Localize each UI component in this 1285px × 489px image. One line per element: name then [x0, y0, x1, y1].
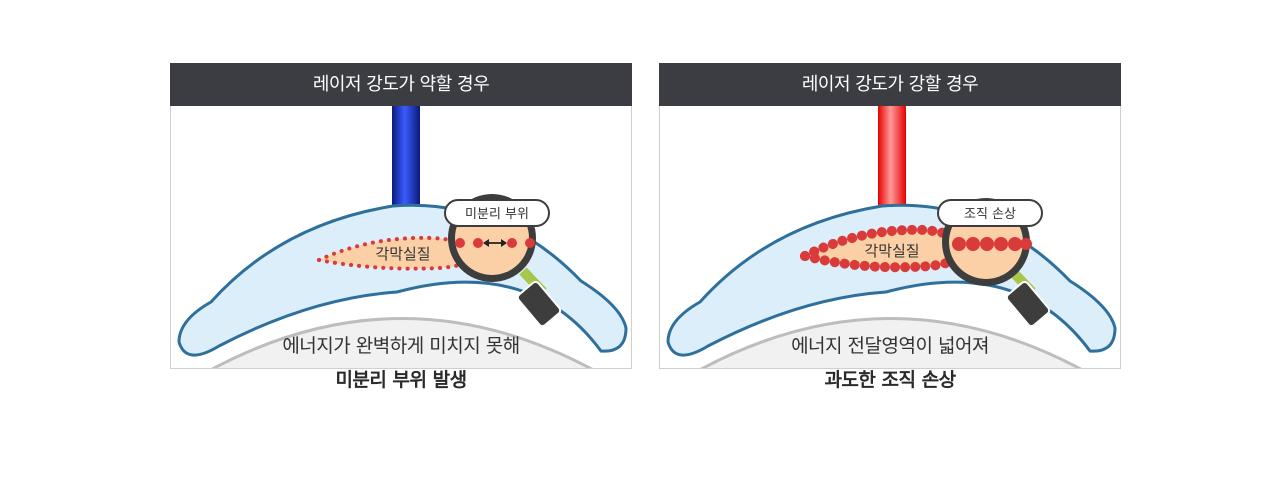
laser-beam — [878, 106, 906, 214]
panel-weak-laser: 레이저 강도가 약할 경우 각막실질 — [170, 63, 632, 369]
eyeball — [211, 317, 593, 368]
caption-line2: 미분리 부위 발생 — [335, 369, 467, 391]
panel-title: 레이저 강도가 강할 경우 — [659, 63, 1121, 106]
tissue-label: 각막실질 — [864, 242, 919, 260]
caption-line1: 에너지가 완벽하게 미치지 못해 — [282, 335, 520, 357]
caption-weak: 에너지가 완벽하게 미치지 못해 미분리 부위 발생 — [170, 330, 632, 398]
diagram-frame: 각막실질 조직 손상 — [659, 106, 1121, 369]
panel-title: 레이저 강도가 약할 경우 — [170, 63, 632, 106]
caption-line1: 에너지 전달영역이 넓어져 — [791, 335, 989, 357]
tissue-label: 각막실질 — [375, 245, 430, 263]
laser-beam — [392, 106, 420, 214]
caption-strong: 에너지 전달영역이 넓어져 과도한 조직 손상 — [659, 330, 1121, 398]
magnifier-label: 미분리 부위 — [465, 207, 529, 222]
diagram-frame: 각막실질 미분리 부위 — [170, 106, 632, 369]
panel-strong-laser: 레이저 강도가 강할 경우 각막실질 — [659, 63, 1121, 369]
corneal-stroma — [805, 229, 962, 268]
strong-laser-diagram: 각막실질 조직 손상 — [666, 106, 1117, 368]
eyeball — [700, 317, 1082, 368]
weak-laser-diagram: 각막실질 미분리 부위 — [177, 106, 628, 368]
corneal-stroma — [319, 237, 473, 269]
caption-line2: 과도한 조직 손상 — [824, 369, 956, 391]
magnifier-label: 조직 손상 — [964, 207, 1016, 222]
